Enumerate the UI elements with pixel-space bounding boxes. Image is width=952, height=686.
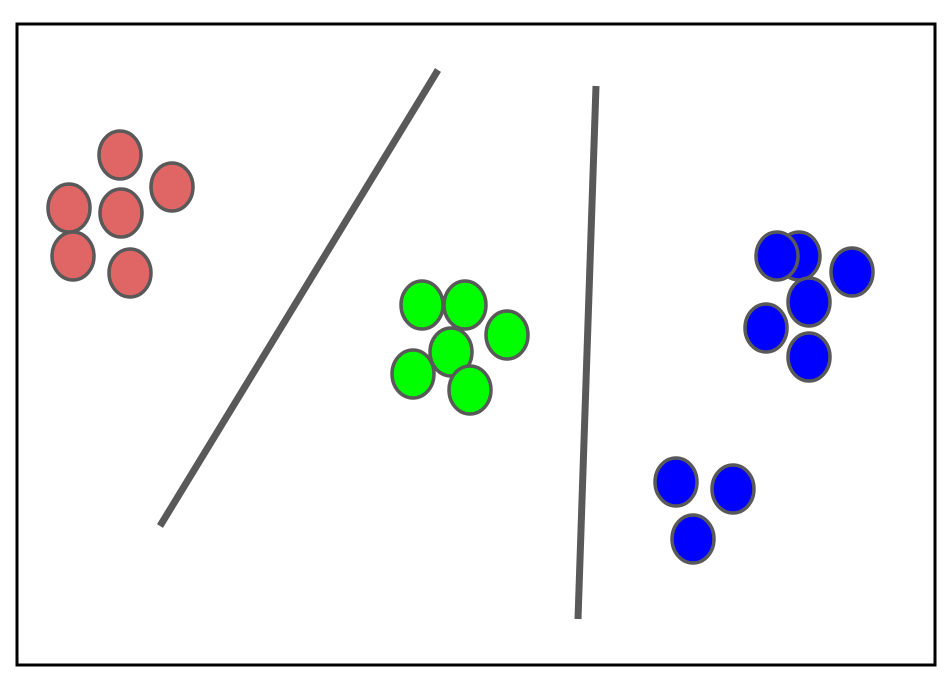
red-cluster-point xyxy=(50,230,96,282)
separator-line-left xyxy=(157,68,441,528)
red-cluster-point xyxy=(98,187,144,239)
green-cluster-point xyxy=(390,348,436,400)
blue-cluster-upper-point xyxy=(786,276,832,328)
separator-line-right xyxy=(574,85,600,620)
blue-cluster-upper-point xyxy=(754,230,800,282)
data-points xyxy=(46,129,875,565)
red-cluster-point xyxy=(97,129,143,181)
red-cluster-point xyxy=(46,182,92,234)
blue-cluster-upper-point xyxy=(743,302,789,354)
blue-cluster-lower-point xyxy=(653,456,699,508)
blue-cluster-upper xyxy=(743,230,875,383)
red-cluster-point xyxy=(149,161,195,213)
green-cluster-point xyxy=(447,364,493,416)
green-cluster-point xyxy=(399,279,445,331)
blue-cluster-lower xyxy=(653,456,756,565)
green-cluster xyxy=(390,279,530,416)
red-cluster-point xyxy=(107,247,153,299)
green-cluster-point xyxy=(484,309,530,361)
blue-cluster-upper-point xyxy=(829,246,875,298)
green-cluster-point xyxy=(442,279,488,331)
blue-cluster-lower-point xyxy=(710,463,756,515)
blue-cluster-upper-point xyxy=(786,331,832,383)
red-cluster xyxy=(46,129,195,299)
blue-cluster-lower-point xyxy=(670,513,716,565)
